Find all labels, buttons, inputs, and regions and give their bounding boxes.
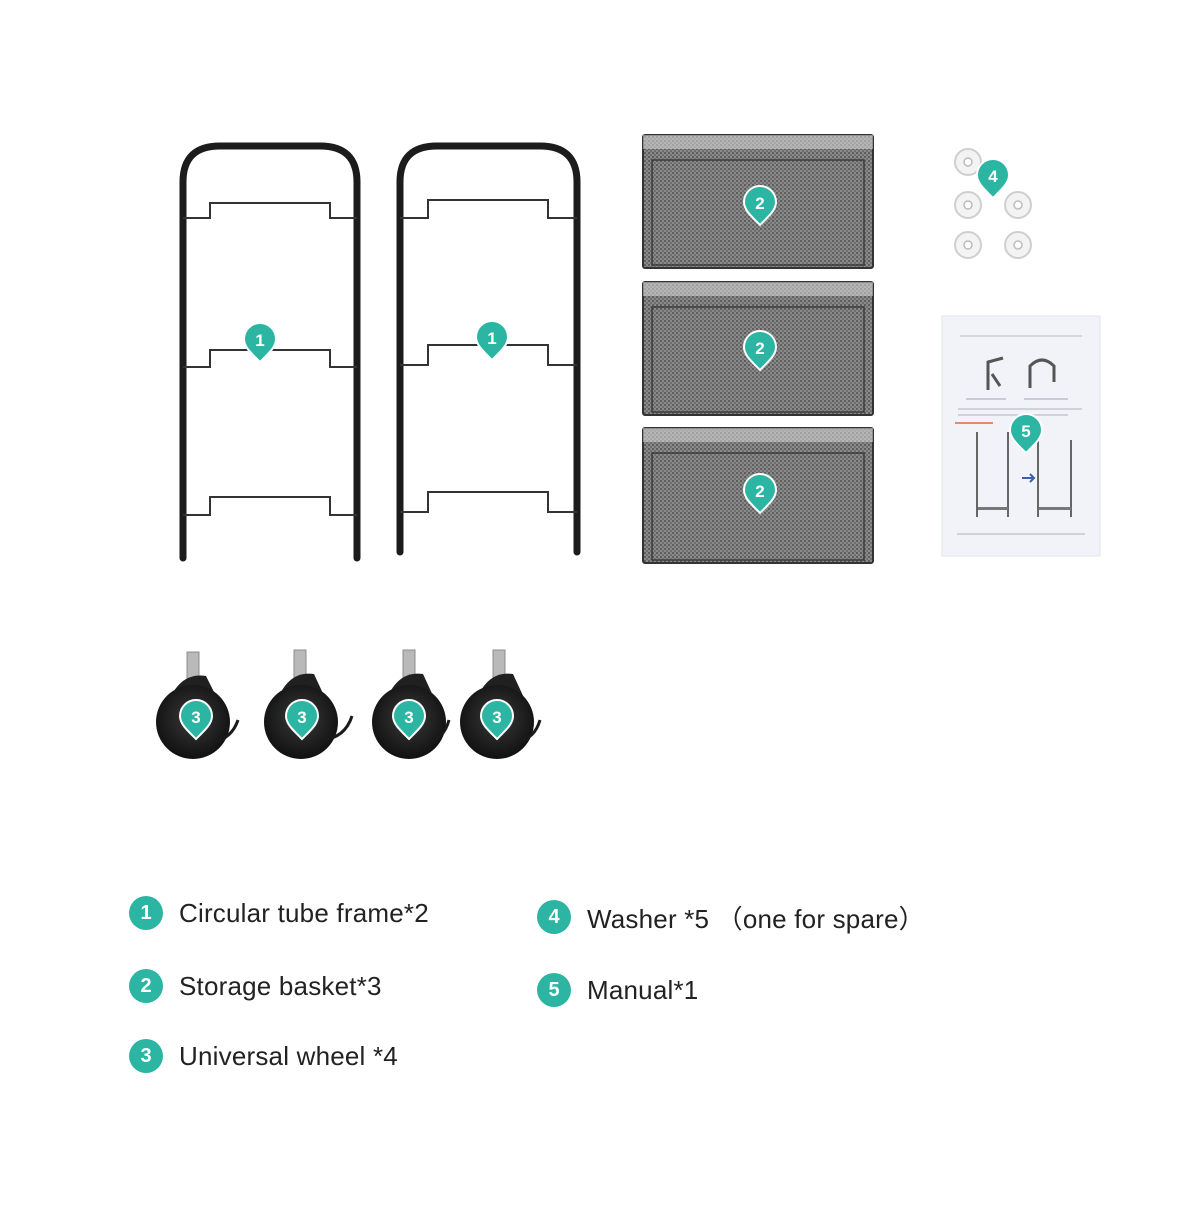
legend-label: Universal wheel *4 — [179, 1040, 398, 1071]
marker-pin-1: 1 — [242, 322, 278, 364]
legend-number-badge: 1 — [129, 896, 163, 930]
washer — [954, 191, 982, 219]
legend-label: Circular tube frame*2 — [179, 897, 429, 928]
marker-pin-3: 3 — [284, 699, 320, 741]
legend-number-badge: 2 — [129, 969, 163, 1003]
marker-pin-1: 1 — [474, 320, 510, 362]
marker-pin-3: 3 — [391, 699, 427, 741]
marker-number-3: 3 — [297, 708, 306, 727]
washer — [1004, 231, 1032, 259]
marker-number-2: 2 — [755, 482, 764, 501]
washer — [954, 231, 982, 259]
washers — [954, 148, 1032, 259]
marker-pin-5: 5 — [1008, 413, 1044, 455]
marker-number-4: 4 — [988, 167, 998, 186]
marker-pin-3: 3 — [479, 699, 515, 741]
marker-number-5: 5 — [1021, 422, 1030, 441]
marker-pin-3: 3 — [178, 699, 214, 741]
marker-pin-2: 2 — [742, 473, 778, 515]
marker-pin-2: 2 — [742, 185, 778, 227]
legend-label: Manual*1 — [587, 974, 699, 1005]
marker-number-3: 3 — [404, 708, 413, 727]
marker-number-3: 3 — [492, 708, 501, 727]
legend-number-badge: 4 — [537, 900, 571, 934]
legend-item-manual: 5 Manual*1 — [537, 970, 698, 1010]
legend-item-storage-basket: 2 Storage basket*3 — [129, 966, 382, 1006]
legend-label: Washer *5 （one for spare） — [587, 903, 925, 934]
legend-number-badge: 3 — [129, 1039, 163, 1073]
marker-number-1: 1 — [487, 329, 496, 348]
legend-item-tube-frame: 1 Circular tube frame*2 — [129, 893, 429, 933]
marker-pin-4: 4 — [975, 158, 1011, 200]
marker-pin-2: 2 — [742, 330, 778, 372]
legend-label: Storage basket*3 — [179, 970, 382, 1001]
marker-number-1: 1 — [255, 331, 264, 350]
marker-number-2: 2 — [755, 339, 764, 358]
legend-number-badge: 5 — [537, 973, 571, 1007]
washer — [954, 148, 982, 176]
legend-item-washer: 4 Washer *5 （one for spare） — [537, 897, 925, 937]
marker-number-3: 3 — [191, 708, 200, 727]
marker-number-2: 2 — [755, 194, 764, 213]
washer — [1004, 191, 1032, 219]
legend-item-universal-wheel: 3 Universal wheel *4 — [129, 1036, 398, 1076]
storage-basket-top — [642, 134, 874, 269]
